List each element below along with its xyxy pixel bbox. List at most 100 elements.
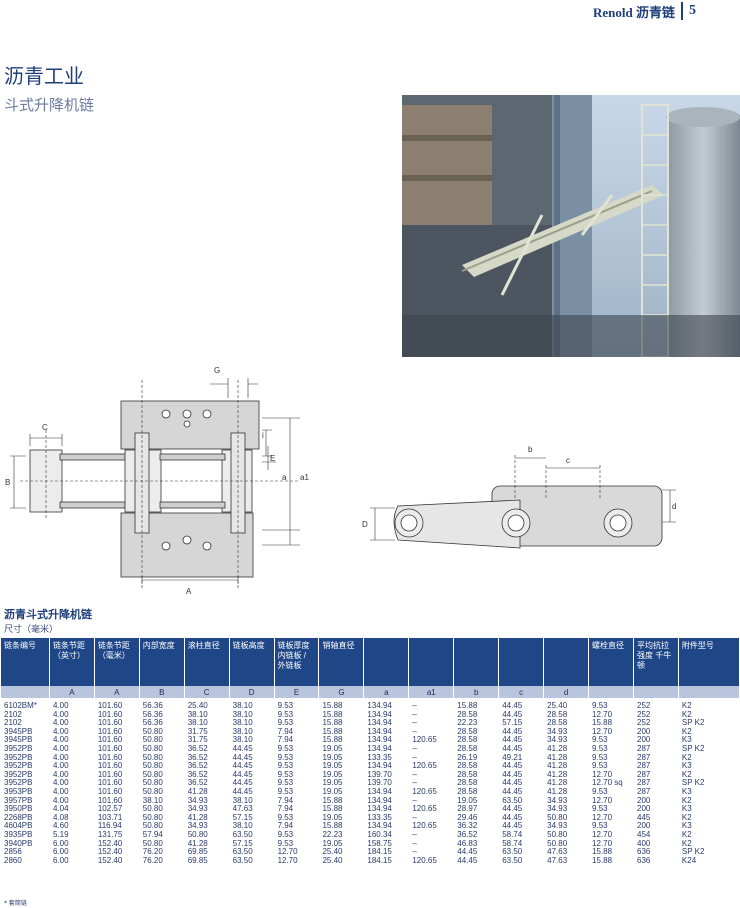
table-cell: 34.93 (547, 821, 568, 831)
table-cell: 101.60 (97, 709, 123, 719)
table-cell: 63.50 (502, 855, 523, 865)
table-cell: 31.75 (187, 735, 208, 745)
table-cell: 19.05 (457, 795, 478, 805)
table-cell: 9.53 (277, 761, 294, 771)
table-cell: 101.60 (97, 726, 123, 736)
table-cell: 63.50 (232, 829, 253, 839)
column-unit: A (49, 686, 94, 698)
table-cell: 15.88 (322, 735, 343, 745)
table-cell: 57.15 (502, 718, 523, 728)
table-cell: 4.00 (52, 761, 69, 771)
table-cell: 6102BM* (4, 701, 37, 710)
table-cell: 44.45 (232, 743, 253, 753)
table-cell: 15.88 (322, 821, 343, 831)
table-cell: 63.50 (232, 847, 253, 857)
table-cell: 34.93 (547, 795, 568, 805)
table-cell: 3952PB (4, 778, 33, 788)
table-cell: 116.94 (97, 821, 122, 831)
table-cell: 15.88 (322, 701, 343, 710)
table-cell: 120.65 (412, 786, 437, 796)
table-cell: 19.05 (322, 838, 343, 848)
table-cell: 9.53 (277, 718, 294, 728)
column-unit: E (274, 686, 319, 698)
table-subtitle: 尺寸（毫米） (4, 625, 59, 635)
page-header: Renold 沥青链 5 (593, 0, 740, 22)
table-cell: 36.52 (457, 829, 478, 839)
table-cell: 134.94 (367, 786, 392, 796)
column-header: 螺栓直径 (589, 638, 634, 686)
column-unit: c (499, 686, 544, 698)
table-cell: 287 (637, 761, 651, 771)
column-unit: C (184, 686, 229, 698)
table-cell: 25.40 (322, 855, 343, 865)
table-cell: 28.58 (457, 709, 478, 719)
table-cell: 9.53 (277, 709, 294, 719)
table-cell: 445 (637, 812, 651, 822)
table-cell: 101.60 (97, 752, 123, 762)
column-unit (634, 686, 678, 698)
asphalt-plant-photo (402, 95, 740, 357)
table-cell: 41.28 (547, 786, 568, 796)
table-cell: 454 (637, 829, 651, 839)
table-body: 6102BM* 4.00 101.60 56.36 25.40 38.10 9.53 15.8… (1, 698, 739, 865)
table-cell: 4604PB (4, 821, 33, 831)
table-cell: K3 (681, 735, 692, 745)
table-cell: 133.35 (367, 752, 392, 762)
table-cell: 9.53 (592, 752, 608, 762)
table-header-row: 链条编号链条节距（英寸）链条节距（毫米）内部宽度滚柱直径链板高度链板厚度 内链板… (1, 638, 739, 686)
table-cell: 287 (637, 786, 651, 796)
table-cell: SP K2 (681, 743, 705, 753)
table-cell: 41.28 (547, 743, 568, 753)
page-number: 5 (689, 3, 696, 18)
table-cell: 102.57 (97, 804, 123, 814)
table-cell: 41.28 (547, 761, 568, 771)
table-cell: 44.45 (232, 778, 253, 788)
table-cell: 12.70 (592, 829, 613, 839)
table-cell: K2 (681, 795, 692, 805)
table-cell: – (412, 726, 417, 736)
table-cell: 19.05 (322, 761, 343, 771)
table-cell: 47.63 (232, 804, 253, 814)
table-cell: 36.52 (187, 761, 208, 771)
table-cell: 19.05 (322, 778, 343, 788)
table-cell: 4.00 (52, 778, 69, 788)
table-cell: 636 (637, 855, 651, 865)
table-cell: 200 (637, 795, 651, 805)
table-cell: 9.53 (592, 786, 608, 796)
column-header: 链条编号 (1, 638, 49, 686)
table-cell: 38.10 (187, 718, 208, 728)
table-cell: 50.80 (142, 786, 163, 796)
table-cell: 15.88 (322, 718, 343, 728)
table-cell: 120.65 (412, 804, 437, 814)
table-cell: 3940PB (4, 838, 33, 848)
table-cell: 44.45 (502, 812, 523, 822)
table-cell: 56.36 (142, 709, 163, 719)
table-cell: 50.80 (547, 812, 568, 822)
table-cell: 50.80 (142, 778, 163, 788)
table-cell: 287 (637, 769, 651, 779)
table-cell: 4.00 (52, 726, 69, 736)
table-cell: – (412, 829, 417, 839)
table-cell: – (412, 743, 417, 753)
label-A: A (186, 587, 192, 596)
table-cell: 9.53 (592, 821, 608, 831)
table-cell: 252 (637, 709, 651, 719)
table-cell: – (412, 709, 417, 719)
column-header (544, 638, 589, 686)
table-cell: – (412, 718, 417, 728)
table-cell: 2856 (4, 847, 22, 857)
table-cell: 38.10 (232, 795, 253, 805)
table-cell: 56.36 (142, 701, 163, 710)
table-cell: 152.40 (97, 847, 123, 857)
table-cell: 7.94 (277, 735, 294, 745)
table-cell: 131.75 (97, 829, 123, 839)
column-header: 滚柱直径 (184, 638, 229, 686)
column-header: 链条节距（毫米） (94, 638, 139, 686)
table-cell: 9.53 (277, 829, 294, 839)
label-C: C (42, 423, 48, 432)
